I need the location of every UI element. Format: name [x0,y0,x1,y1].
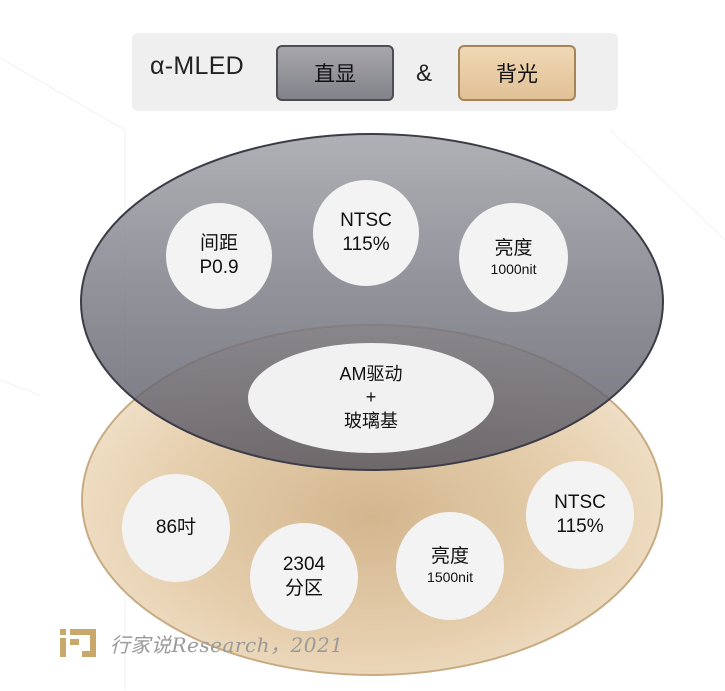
header-title: α-MLED [150,52,245,80]
shared-line-2: + [365,387,377,408]
shared-line-1: AM驱动 [339,363,403,384]
shared-feature-ellipse: AM驱动 + 玻璃基 [248,343,494,453]
backlight-brightness-label: 亮度 [430,546,469,568]
backlight-ntsc-label: NTSC [554,492,606,514]
footer-watermark: 行家说Research，2021 [58,626,343,660]
ntsc-value: 115% [342,234,390,255]
backlight-circle-size: 86吋 [122,474,230,582]
size-label: 86吋 [155,517,197,539]
ntsc-label: NTSC [340,210,392,232]
zones-label: 分区 [284,578,323,599]
shared-line-3: 玻璃基 [344,410,398,431]
backlight-ntsc-value: 115% [556,516,604,537]
backlight-circle-brightness: 亮度 1500nit [396,512,504,620]
pitch-value: P0.9 [199,257,239,278]
ampersand-label: & [416,60,433,87]
direct-display-tag: 直显 [276,45,394,101]
brightness-value: 1000nit [490,260,537,277]
backlight-circle-ntsc: NTSC 115% [526,461,634,569]
direct-circle-brightness: 亮度 1000nit [459,203,568,312]
pitch-label: 间距 [199,233,238,255]
direct-circle-ntsc: NTSC 115% [313,180,419,286]
backlight-brightness-value: 1500nit [427,569,473,586]
footer-text: 行家说Research，2021 [110,632,344,657]
brightness-label: 亮度 [494,237,533,259]
backlight-circle-zones: 2304 分区 [250,523,358,631]
zones-count: 2304 [282,554,326,576]
ijiu-logo-icon [60,629,96,657]
backlight-tag: 背光 [458,45,576,101]
direct-circle-pitch: 间距 P0.9 [166,203,272,309]
